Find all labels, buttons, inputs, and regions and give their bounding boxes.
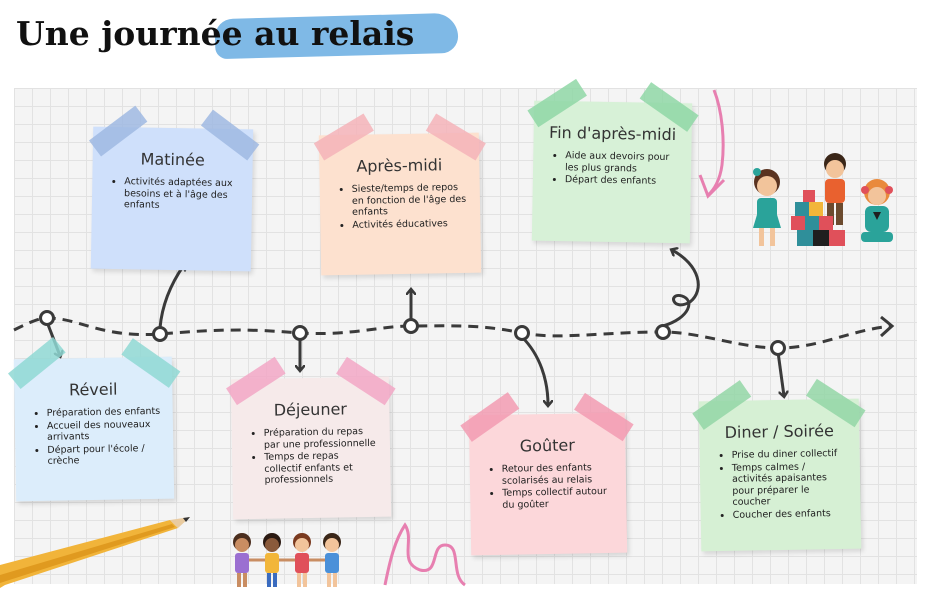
step-item: Préparation du repas par une professionn… — [264, 426, 378, 451]
step-dejeuner: Déjeuner Préparation du repas par une pr… — [226, 356, 396, 520]
step-item: Temps calmes / activités apaisantes pour… — [732, 460, 849, 508]
page-title: Une journée au relais — [16, 14, 414, 53]
step-item: Aide aux devoirs pour les plus grands — [565, 150, 679, 175]
step-list: Aide aux devoirs pour les plus grands Dé… — [545, 150, 680, 188]
step-title: Réveil — [68, 379, 118, 400]
step-item: Départ des enfants — [565, 174, 679, 187]
step-item: Accueil des nouveaux arrivants — [47, 418, 161, 443]
step-title: Diner / Soirée — [724, 421, 834, 442]
step-item: Préparation des enfants — [47, 406, 161, 419]
kids-holding-hands-illustration — [233, 533, 341, 587]
step-list: Retour des enfants scolarisés au relais … — [482, 462, 615, 511]
step-item: Départ pour l'école / crèche — [47, 442, 161, 467]
step-apres-midi: Après-midi Sieste/temps de repos en fonc… — [313, 113, 486, 276]
kids-blocks-illustration — [753, 153, 893, 246]
step-gouter: Goûter Retour des enfants scolarisés au … — [460, 392, 634, 556]
step-item: Activités adaptées aux besoins et à l'âg… — [124, 176, 241, 213]
step-title: Déjeuner — [273, 399, 348, 420]
step-list: Prise du diner collectif Temps calmes / … — [712, 448, 849, 521]
step-item: Temps collectif autour du goûter — [502, 486, 614, 511]
step-title: Après-midi — [356, 155, 443, 176]
step-item: Activités éducatives — [352, 217, 468, 231]
step-title: Goûter — [519, 435, 576, 456]
step-item: Sieste/temps de repos en fonction de l'â… — [352, 182, 469, 219]
step-list: Activités adaptées aux besoins et à l'âg… — [104, 176, 241, 213]
step-list: Préparation des enfants Accueil des nouv… — [27, 406, 162, 468]
step-item: Retour des enfants scolarisés au relais — [502, 462, 614, 487]
step-list: Sieste/temps de repos en fonction de l'â… — [332, 182, 469, 231]
step-item: Prise du diner collectif — [732, 448, 848, 462]
step-reveil: Réveil Préparation des enfants Accueil d… — [8, 336, 181, 502]
step-fin-apres-midi: Fin d'après-midi Aide aux devoirs pour l… — [527, 78, 699, 244]
step-title: Matinée — [140, 149, 205, 170]
step-item: Temps de repas collectif enfants et prof… — [264, 450, 379, 486]
title-part1: Une journée — [16, 14, 243, 53]
tape — [527, 78, 587, 128]
step-diner: Diner / Soirée Prise du diner collectif … — [692, 378, 866, 552]
step-item: Coucher des enfants — [733, 507, 849, 521]
step-title: Fin d'après-midi — [548, 122, 677, 145]
step-matinee: Matinée Activités adaptées aux besoins e… — [88, 105, 260, 272]
step-list: Préparation du repas par une professionn… — [244, 426, 379, 487]
title-part2: au relais — [254, 14, 415, 53]
